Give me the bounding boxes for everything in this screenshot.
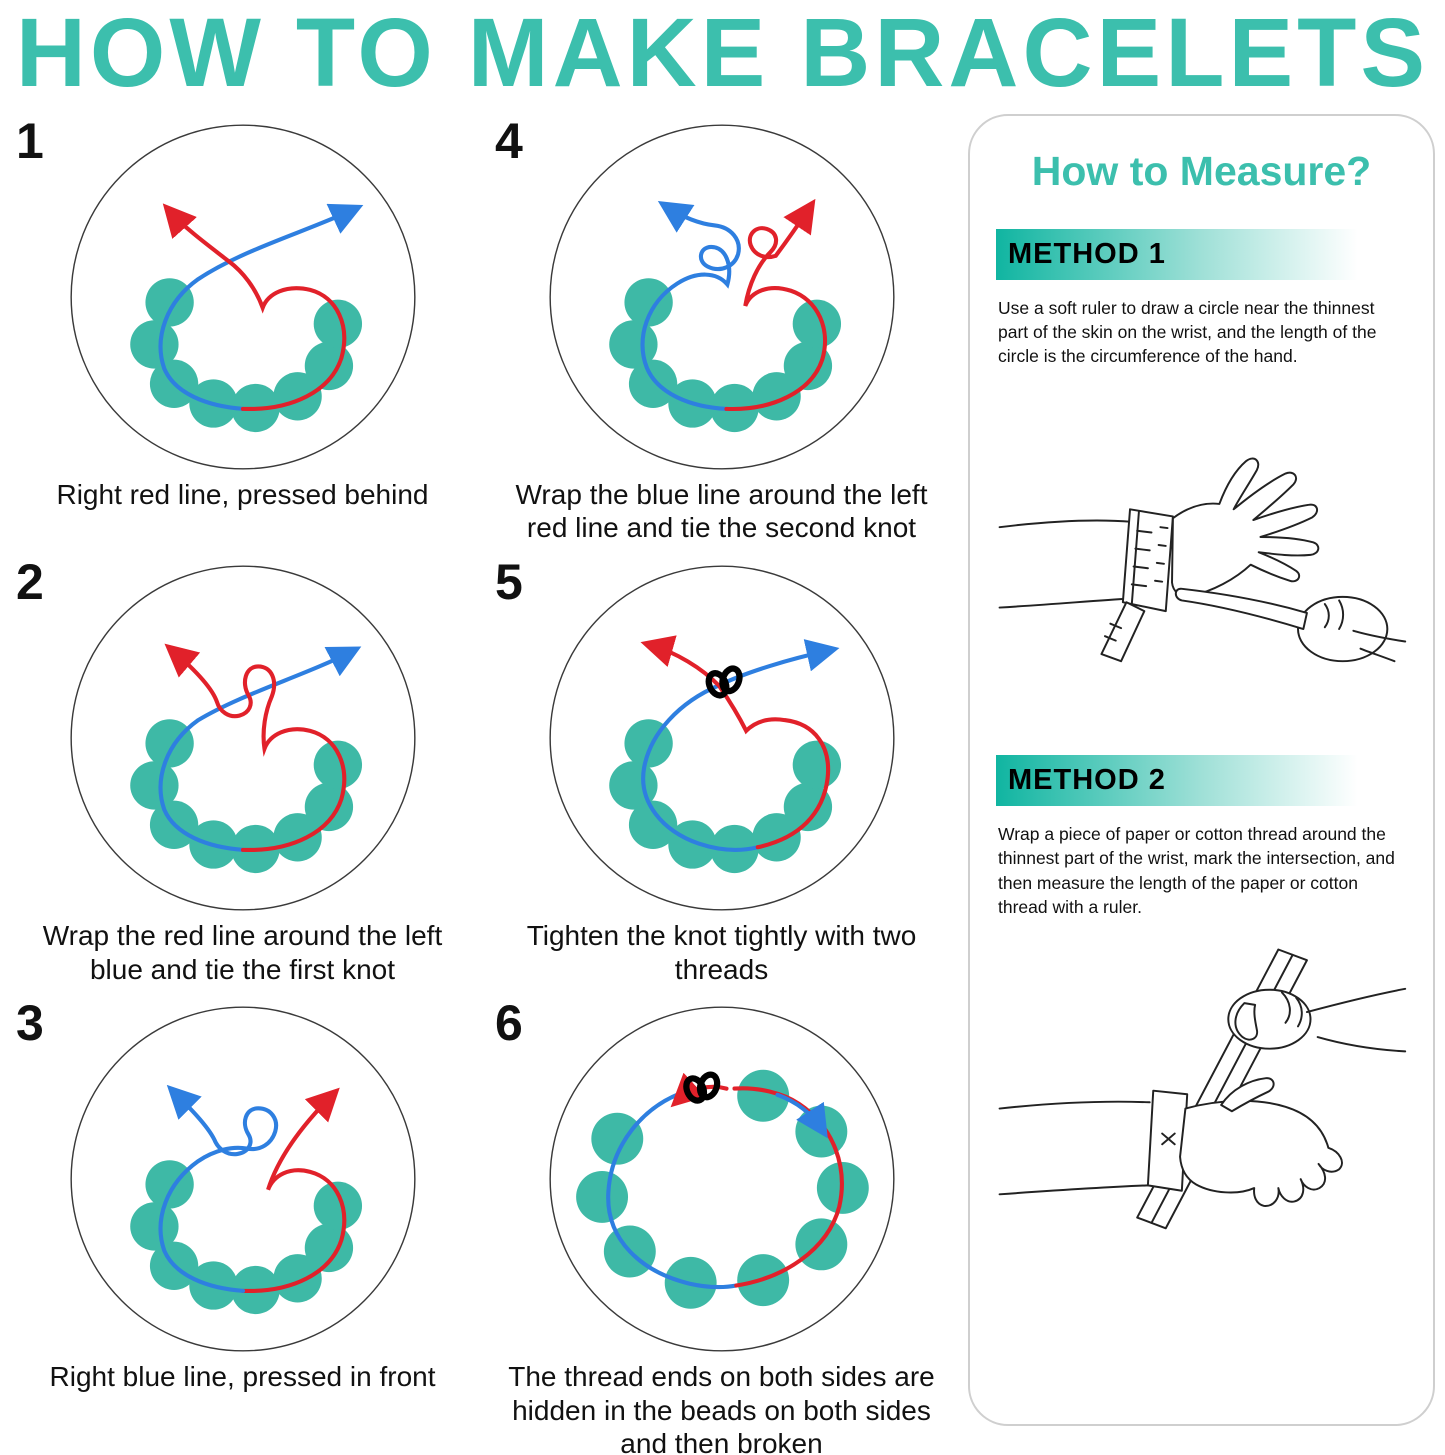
palm-up-hand — [1179, 1099, 1343, 1207]
step-number: 1 — [16, 112, 44, 169]
holding-thumb — [1234, 1001, 1259, 1041]
tape-tail — [1100, 601, 1146, 663]
method-1-illustration — [998, 457, 1407, 663]
wrist-measuring-illustration — [998, 457, 1407, 663]
blue-thread — [639, 200, 741, 411]
measure-title: How to Measure? — [1031, 147, 1372, 194]
open-hand — [1171, 457, 1320, 598]
step-3: 3 Right blue line, — [6, 994, 479, 1455]
step-1-diagram — [69, 124, 416, 470]
page-title: HOW TO MAKE BRACELETS — [15, 0, 1430, 107]
thumb — [1220, 1076, 1275, 1113]
measure-panel: How to Measure? METHOD 1 Use a soft rule… — [968, 113, 1435, 1426]
step-5: 5 — [485, 553, 958, 992]
step-4: 4 Wrap the blue lin — [485, 112, 958, 551]
step-caption: Wrap the blue line around the left red l… — [515, 478, 928, 544]
step-number: 5 — [495, 554, 523, 611]
method-2-text: Wrap a piece of paper or cotton thread a… — [998, 824, 1395, 917]
step-caption: Right red line, pressed behind — [56, 478, 429, 510]
red-thread — [163, 643, 346, 852]
method-2-header: METHOD 2 — [996, 755, 1407, 807]
step-number: 2 — [16, 554, 44, 611]
content: 1 Right red line, p — [0, 104, 1445, 1455]
knot-icon — [705, 665, 743, 699]
step-caption: Wrap the red line around the left blue a… — [42, 920, 443, 985]
step-5-diagram — [548, 565, 895, 911]
step-number: 4 — [495, 112, 523, 169]
blue-thread-arrow — [774, 1093, 828, 1139]
circle-outline — [548, 124, 895, 470]
blue-thread — [158, 1085, 278, 1294]
blue-thread — [605, 1089, 738, 1290]
beads — [129, 278, 362, 432]
method-2-illustration — [998, 948, 1407, 1230]
steps-grid: 1 Right red line, p — [6, 112, 958, 1455]
step-3-diagram — [69, 1006, 416, 1352]
pointing-finger — [1174, 588, 1308, 631]
step-6: 6 — [485, 994, 958, 1455]
blue-thread — [158, 646, 361, 852]
method-1-section: METHOD 1 Use a soft ruler to draw a circ… — [996, 228, 1407, 663]
step-4-diagram — [548, 124, 895, 470]
circle-outline — [69, 565, 416, 911]
paper-thread-illustration — [998, 948, 1407, 1230]
step-2: 2 Wrap the red line — [6, 553, 479, 992]
measuring-tape-band — [1121, 508, 1174, 613]
pointing-hand-fist — [1297, 596, 1389, 663]
step-1: 1 Right red line, p — [6, 112, 479, 551]
beads — [575, 1070, 869, 1309]
step-number: 6 — [495, 995, 523, 1052]
circle-outline — [548, 565, 895, 911]
step-caption: Right blue line, pressed in front — [49, 1361, 436, 1393]
circle-outline — [69, 1006, 416, 1352]
step-2-diagram — [69, 565, 416, 911]
step-6-diagram — [548, 1006, 895, 1352]
blue-thread-arrow — [716, 639, 839, 688]
blue-thread — [158, 203, 363, 411]
beads — [608, 278, 841, 432]
blue-thread — [640, 683, 760, 853]
method-2-section: METHOD 2 Wrap a piece of paper or cotton… — [996, 755, 1407, 1231]
step-caption: Tighten the knot tightly with two thread… — [526, 920, 917, 985]
circle-outline — [69, 124, 416, 470]
step-caption: The thread ends on both sides are hidden… — [508, 1361, 935, 1455]
method-1-text: Use a soft ruler to draw a circle near t… — [998, 297, 1377, 367]
knot-icon — [682, 1071, 720, 1104]
red-thread — [240, 1087, 346, 1294]
beads — [129, 719, 362, 874]
red-thread — [162, 203, 346, 411]
circle-outline — [548, 1006, 895, 1352]
intersection-mark — [1161, 1132, 1176, 1146]
method-1-header: METHOD 1 — [996, 228, 1407, 280]
step-number: 3 — [16, 995, 44, 1052]
red-thread — [723, 198, 827, 411]
